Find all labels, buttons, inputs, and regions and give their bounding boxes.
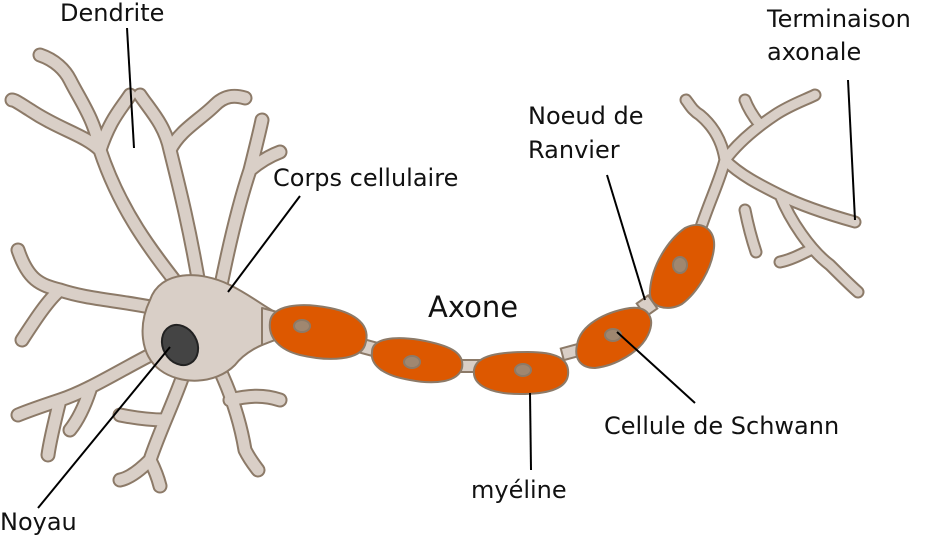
leader-terminaison bbox=[847, 79, 856, 221]
label-noyau: Noyau bbox=[0, 508, 77, 536]
schwann-nucleus bbox=[604, 328, 622, 342]
schwann-nucleus bbox=[293, 319, 311, 333]
label-corps-cellulaire: Corps cellulaire bbox=[273, 164, 458, 192]
schwann-cell bbox=[472, 350, 570, 396]
schwann-nucleus bbox=[672, 256, 688, 274]
cell-body bbox=[141, 274, 276, 382]
schwann-cell bbox=[648, 223, 716, 309]
schwann-cell bbox=[575, 306, 653, 370]
schwann-nucleus bbox=[514, 363, 532, 377]
leader-schwann bbox=[616, 331, 696, 404]
axon-terminal bbox=[679, 88, 865, 299]
label-noeud-line1: Noeud de bbox=[528, 102, 643, 130]
label-cellule-schwann: Cellule de Schwann bbox=[604, 412, 839, 440]
leader-lines bbox=[37, 27, 856, 509]
axon-group bbox=[268, 88, 865, 396]
leader-noeud bbox=[606, 174, 646, 301]
leader-noyau bbox=[37, 346, 171, 509]
leader-corps bbox=[227, 195, 301, 293]
label-dendrite: Dendrite bbox=[60, 0, 164, 27]
label-terminaison-line1: Terminaison bbox=[766, 5, 911, 33]
labels: Dendrite Terminaison axonale Noeud de Ra… bbox=[0, 0, 911, 536]
schwann-cell bbox=[370, 337, 464, 384]
cell-body-group bbox=[4, 47, 288, 494]
label-noeud-line2: Ranvier bbox=[528, 136, 620, 164]
dendrites-fill bbox=[6, 49, 286, 492]
label-myeline: myéline bbox=[471, 476, 567, 504]
label-axone: Axone bbox=[428, 290, 518, 324]
schwann-nucleus bbox=[403, 355, 421, 369]
myelin-segment bbox=[268, 304, 368, 360]
leader-dendrite bbox=[126, 27, 135, 149]
label-terminaison-line2: axonale bbox=[767, 38, 861, 66]
schwann-cell bbox=[268, 304, 368, 360]
leader-myeline bbox=[529, 392, 532, 471]
